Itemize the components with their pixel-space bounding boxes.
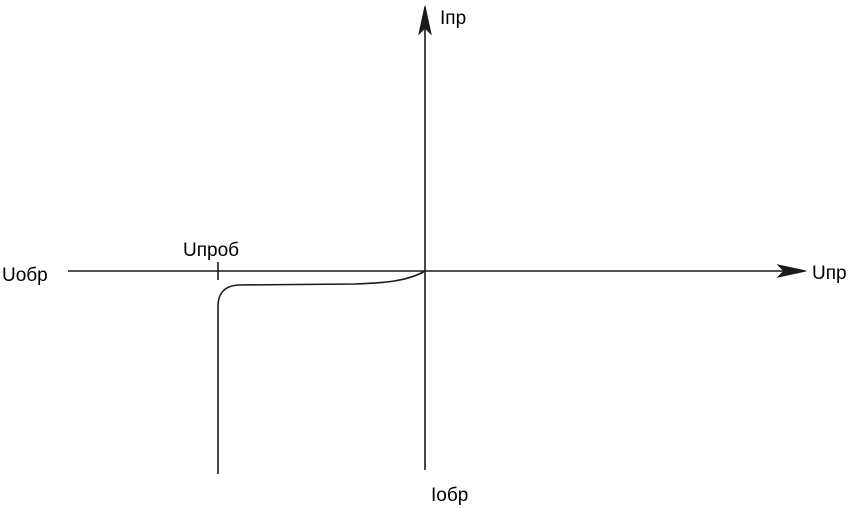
- voltage-axis-arrow-icon: [776, 264, 807, 278]
- reverse-current-label: Iобр: [431, 485, 468, 506]
- current-axis-arrow-icon: [418, 5, 432, 36]
- forward-voltage-label: Uпр: [812, 263, 847, 284]
- reverse-voltage-label: Uобр: [2, 265, 48, 286]
- reverse-characteristic-curve: [217, 270, 426, 474]
- forward-current-label: Iпр: [440, 8, 466, 29]
- breakdown-voltage-label: Uпроб: [183, 240, 239, 261]
